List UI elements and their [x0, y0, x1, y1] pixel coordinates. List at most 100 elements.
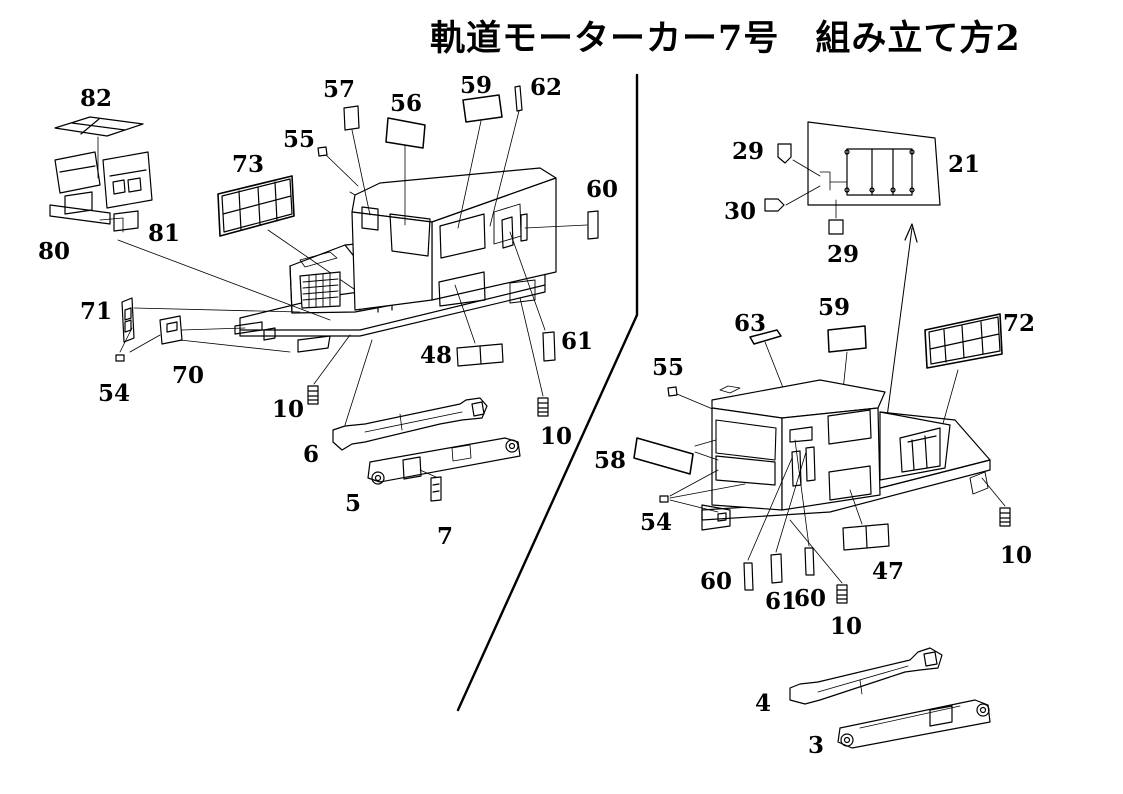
- label-part-61: 61: [561, 328, 594, 355]
- part-10-ladder-d: [1000, 508, 1010, 526]
- part-54-small-r: [660, 496, 668, 502]
- leader-60: [525, 225, 587, 228]
- leader-55-r: [677, 394, 715, 410]
- label-part-82: 82: [80, 85, 113, 112]
- label-part-57: 57: [323, 76, 356, 103]
- label-part-56: 56: [390, 90, 423, 117]
- part-7-bracket: [431, 477, 441, 501]
- part-21-sheet: [808, 122, 940, 205]
- part-80-81-cab-shell: [50, 152, 152, 232]
- label-part-47: 47: [872, 558, 905, 585]
- part-3-chassis-sides: [838, 700, 990, 748]
- part-62-window: [515, 86, 522, 111]
- part-10-ladder-c: [837, 585, 847, 603]
- label-part-54: 54: [98, 380, 131, 407]
- part-82-roof-panel: [55, 117, 143, 178]
- part-57-window: [344, 106, 359, 130]
- label-part-29-b: 29: [827, 241, 860, 268]
- leader-10c: [790, 520, 842, 583]
- part-4-frame: [790, 648, 942, 704]
- label-part-59-right: 59: [818, 294, 851, 321]
- part-59-window-r: [828, 326, 866, 352]
- leader-61: [510, 232, 545, 330]
- part-59-window: [463, 95, 502, 122]
- part-60-window: [588, 211, 598, 239]
- label-part-21: 21: [948, 151, 981, 178]
- right-assembly: [634, 122, 1010, 748]
- left-assembly: [50, 86, 598, 501]
- part-56-window: [386, 118, 425, 148]
- label-part-10-left-b: 10: [540, 423, 573, 450]
- leader-54-r: [670, 470, 745, 512]
- leader-29a: [793, 160, 820, 176]
- leader-57: [352, 130, 370, 215]
- part-29b-tab: [829, 220, 843, 234]
- label-part-55: 55: [283, 126, 316, 153]
- leader-73: [268, 230, 370, 300]
- label-part-3: 3: [808, 732, 825, 759]
- part-5-chassis-sides: [368, 438, 520, 484]
- part-47-plate: [843, 524, 889, 550]
- part-61-window: [543, 332, 555, 361]
- arrow-head: [905, 224, 917, 242]
- part-61-window-r: [771, 554, 782, 583]
- label-part-30: 30: [724, 198, 757, 225]
- part-55-small-r: [668, 387, 677, 396]
- part-73-window-frame: [218, 176, 294, 236]
- leader-48: [455, 285, 475, 343]
- part-48-plate: [457, 344, 503, 366]
- part-60b-window: [805, 548, 814, 575]
- leader-7: [420, 470, 436, 477]
- label-part-10-right-a: 10: [1000, 542, 1033, 569]
- page-title: 軌道モーターカー7号 組み立て方2: [430, 18, 1021, 59]
- leader-10a: [314, 335, 350, 384]
- label-part-58: 58: [594, 447, 627, 474]
- part-6-frame: [333, 398, 487, 450]
- part-58-window: [634, 438, 693, 474]
- part-54-small: [116, 355, 124, 361]
- leader-58: [695, 440, 718, 460]
- label-part-55-right: 55: [652, 354, 685, 381]
- label-part-10-left-a: 10: [272, 396, 305, 423]
- label-part-10-right-b: 10: [830, 613, 863, 640]
- label-part-5: 5: [345, 490, 362, 517]
- part-55-small: [318, 147, 327, 156]
- label-part-71: 71: [80, 298, 113, 325]
- label-part-54-right: 54: [640, 509, 673, 536]
- leader-81: [118, 240, 330, 320]
- label-part-6: 6: [303, 441, 320, 468]
- label-part-60-right-b: 60: [794, 585, 827, 612]
- part-63-window: [750, 330, 781, 344]
- leaders-60-61: [748, 440, 809, 560]
- part-72-window-frame: [925, 314, 1002, 368]
- leader-55: [326, 155, 358, 186]
- front-plates: [235, 322, 330, 352]
- part-70-cover: [160, 316, 182, 344]
- part-60a-window: [744, 563, 753, 590]
- leader-47: [850, 490, 862, 524]
- leader-10b: [520, 298, 543, 396]
- label-part-63: 63: [734, 310, 767, 337]
- part-29a-tab: [778, 144, 791, 163]
- label-part-62: 62: [530, 74, 563, 101]
- part-30-tab: [765, 199, 784, 211]
- label-part-61-right: 61: [765, 588, 798, 615]
- label-part-59: 59: [460, 72, 493, 99]
- label-part-48: 48: [420, 342, 453, 369]
- part-10-ladder-b: [538, 398, 548, 416]
- label-part-4: 4: [755, 690, 772, 717]
- label-part-80: 80: [38, 238, 71, 265]
- leaders-front: [120, 308, 300, 352]
- label-part-7: 7: [437, 523, 454, 550]
- label-part-73: 73: [232, 151, 265, 178]
- leader-59: [458, 121, 481, 228]
- left-main-body: [240, 168, 556, 336]
- label-part-60: 60: [586, 176, 619, 203]
- label-part-29-a: 29: [732, 138, 765, 165]
- label-part-60-right-a: 60: [700, 568, 733, 595]
- leader-30: [786, 186, 820, 205]
- leader-6: [345, 340, 372, 425]
- label-part-70: 70: [172, 362, 205, 389]
- label-part-72: 72: [1003, 310, 1036, 337]
